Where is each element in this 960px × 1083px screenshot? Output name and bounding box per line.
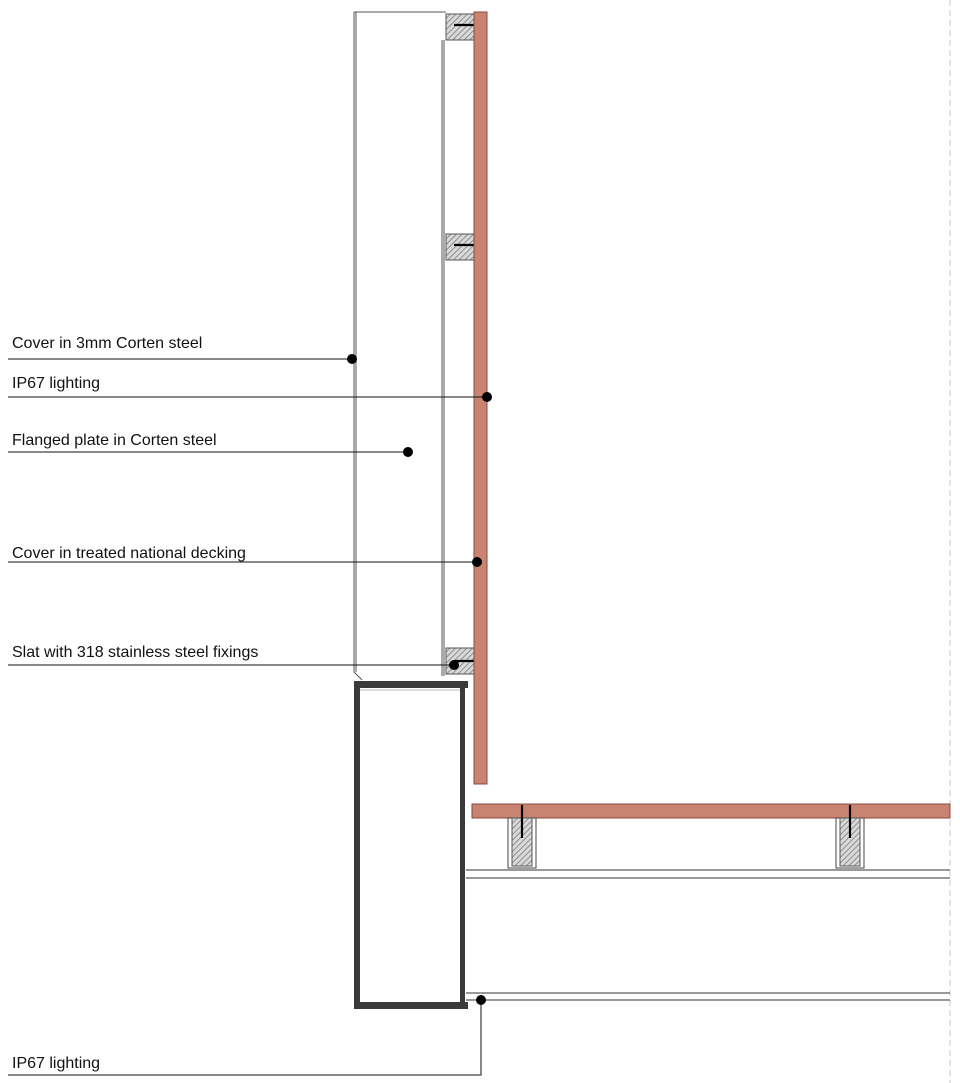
leader-cover-corten: Cover in 3mm Corten steel bbox=[8, 335, 357, 364]
floor-structure-lines bbox=[466, 869, 950, 1001]
steel-box-frame bbox=[354, 681, 468, 1009]
label-decking-cover: Cover in treated national decking bbox=[12, 545, 246, 562]
label-lighting-top: IP67 lighting bbox=[12, 375, 100, 392]
joist-right bbox=[835, 805, 865, 869]
horizontal-decking-board bbox=[471, 803, 951, 819]
flanged-plate bbox=[353, 11, 446, 681]
leader-lighting-top: IP67 lighting bbox=[8, 375, 492, 402]
leader-lighting-bottom: IP67 lighting bbox=[8, 995, 486, 1076]
joist-left bbox=[507, 805, 537, 869]
leader-flanged-plate: Flanged plate in Corten steel bbox=[8, 432, 413, 457]
label-cover-corten: Cover in 3mm Corten steel bbox=[12, 335, 202, 352]
leader-slat-fixings: Slat with 318 stainless steel fixings bbox=[8, 644, 459, 670]
label-slat-fixings: Slat with 318 stainless steel fixings bbox=[12, 644, 258, 661]
slat-top bbox=[445, 13, 475, 41]
label-flanged-plate: Flanged plate in Corten steel bbox=[12, 432, 217, 449]
leader-decking-cover: Cover in treated national decking bbox=[8, 545, 482, 567]
label-lighting-bottom: IP67 lighting bbox=[12, 1055, 100, 1072]
slat-middle bbox=[445, 233, 475, 261]
